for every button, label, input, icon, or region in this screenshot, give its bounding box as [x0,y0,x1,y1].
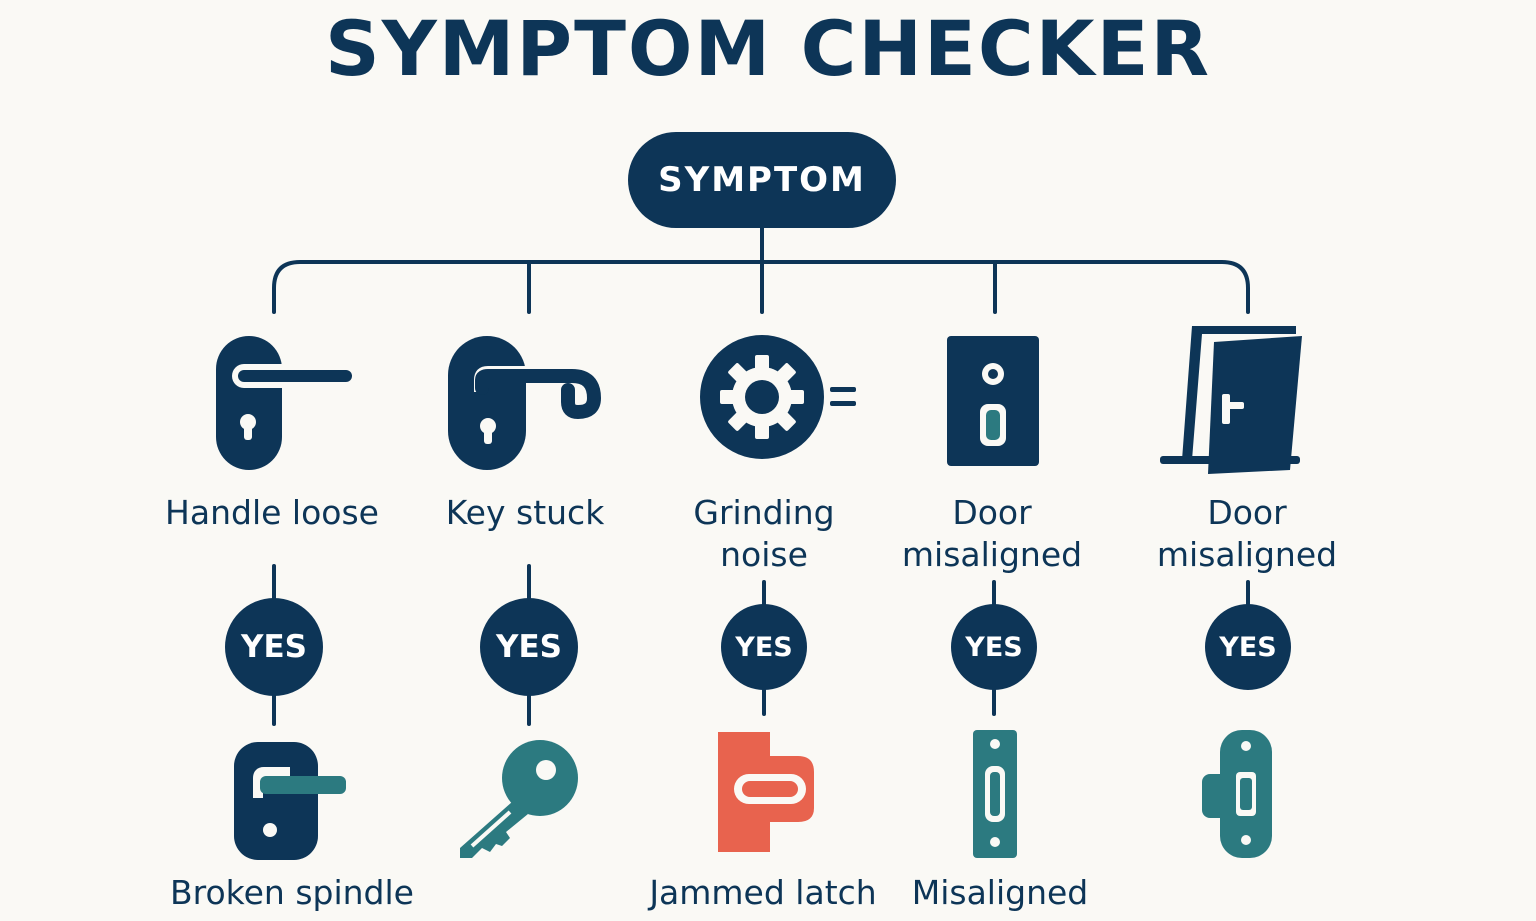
key-icon [460,740,578,858]
symptom-label-line: Door [1207,493,1287,532]
lever-handle-icon [216,336,354,470]
branch-bus-line [272,260,1250,314]
latch-icon [718,732,814,852]
door-plate-icon [947,336,1039,466]
symptom-label-line: Grinding [693,493,835,532]
symptom-label-line: Door [952,493,1032,532]
symptom-label-key-stuck: Key stuck [445,493,605,532]
fix-label-misaligned: Misaligned [911,873,1089,912]
symptom-label-line: noise [720,535,808,574]
symptom-label-line: misaligned [901,535,1083,574]
fix-label-jammed-latch: Jammed latch [649,873,877,912]
hinge-icon [1202,730,1272,858]
symptom-label-door-misaligned: Door misaligned [1127,492,1367,576]
root-symptom-node: SYMPTOM [628,132,896,228]
lever-handle-curved-icon [448,336,605,470]
handle-spindle-icon [234,742,346,860]
symptom-label-handle-loose: Handle loose [165,493,379,532]
yes-node: YES [951,604,1037,690]
fix-label-broken-spindle: Broken spindle [170,873,414,912]
symptom-label-door-misaligned: Door misaligned [872,492,1112,576]
yes-node: YES [721,604,807,690]
yes-node: YES [1205,604,1291,690]
page-title: SYMPTOM CHECKER [324,4,1212,93]
strike-plate-icon [973,730,1017,858]
symptom-label-line: misaligned [1156,535,1338,574]
gear-icon [700,335,856,459]
symptom-label-grinding-noise: Grinding noise [644,492,884,576]
yes-node: YES [225,598,323,696]
yes-node: YES [480,598,578,696]
open-door-icon [1160,326,1302,474]
